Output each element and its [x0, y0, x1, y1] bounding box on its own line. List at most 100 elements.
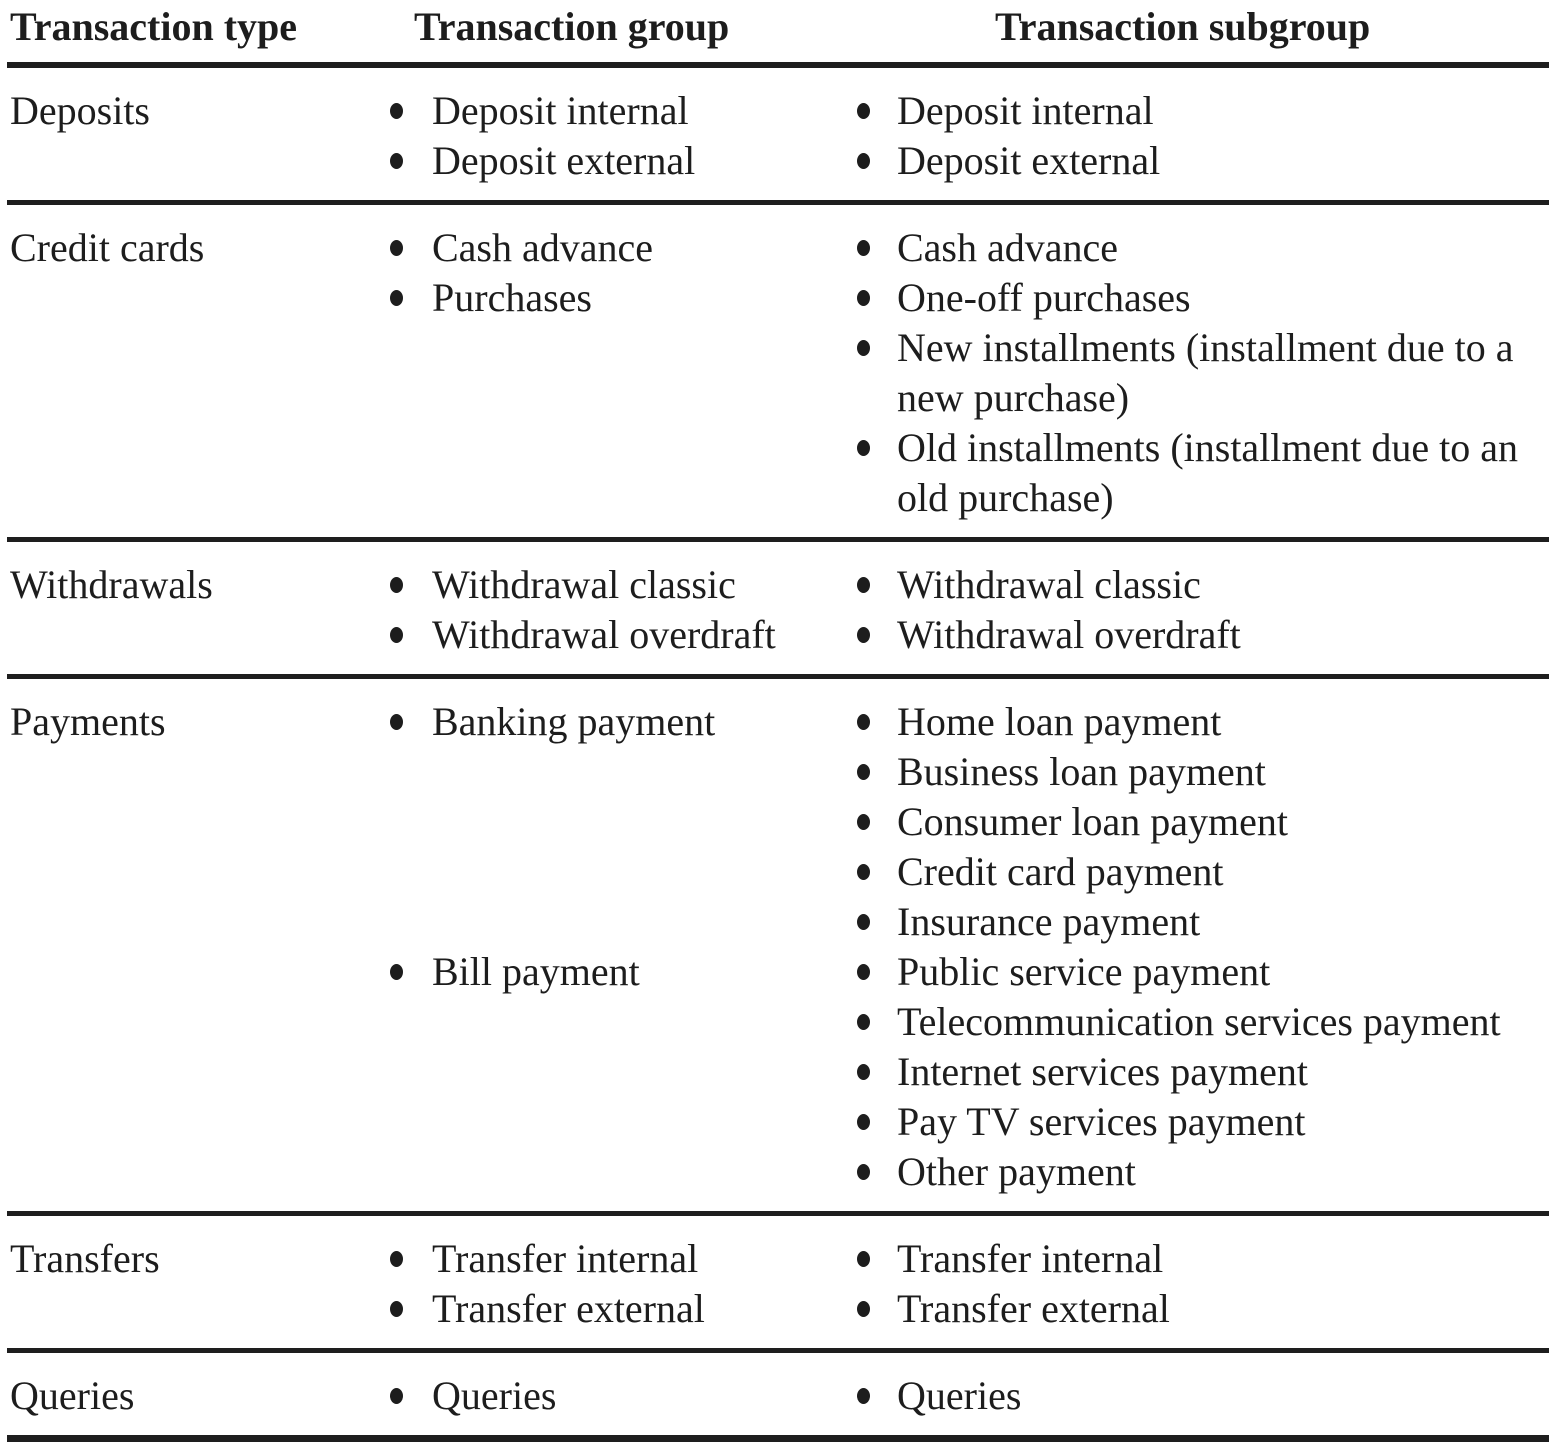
bullet-icon	[390, 1251, 403, 1267]
row-type-label: Transfers	[10, 1236, 160, 1281]
group-list: Cash advance Purchases	[390, 223, 852, 323]
list-item: Purchases	[390, 273, 852, 323]
item-text: New installments (installment due to a n…	[897, 325, 1514, 420]
list-item: Withdrawal overdraft	[857, 610, 1549, 660]
list-item: Deposit external	[390, 136, 852, 186]
bullet-icon	[390, 1388, 403, 1404]
list-item: Deposit internal	[390, 86, 852, 136]
list-item: Credit card payment	[857, 847, 1549, 897]
item-text: Deposit external	[432, 138, 696, 183]
bullet-icon	[390, 153, 403, 169]
table-row-queries: Queries Queries Queries	[7, 1353, 1549, 1442]
group-list-cell: Deposit internal Deposit external	[382, 86, 852, 186]
item-text: Transfer external	[432, 1286, 705, 1331]
bullet-icon	[857, 764, 870, 780]
subgroup-list: Deposit internal Deposit external	[857, 86, 1549, 186]
row-type-label: Deposits	[10, 88, 150, 133]
list-item: Withdrawal classic	[857, 560, 1549, 610]
subgroup-list-cell: Queries	[852, 1371, 1549, 1421]
list-item: Cash advance	[390, 223, 852, 273]
row-type-label: Queries	[10, 1373, 135, 1418]
table-row-payments: Payments Banking payment Bill payment Ho…	[7, 679, 1549, 1216]
item-text: Deposit internal	[432, 88, 689, 133]
item-text: Pay TV services payment	[897, 1099, 1306, 1144]
list-item: Withdrawal overdraft	[390, 610, 852, 660]
item-text: Telecommunication services payment	[897, 999, 1501, 1044]
list-item: Old installments (installment due to an …	[857, 423, 1549, 523]
list-item: Banking payment	[390, 697, 852, 747]
bullet-icon	[857, 814, 870, 830]
header-transaction-subgroup: Transaction subgroup	[995, 4, 1371, 49]
item-text: Bill payment	[432, 949, 640, 994]
item-text: Transfer external	[897, 1286, 1170, 1331]
bullet-icon	[857, 103, 870, 119]
item-text: Transfer internal	[432, 1236, 699, 1281]
list-item: Telecommunication services payment	[857, 997, 1549, 1047]
bullet-icon	[390, 1301, 403, 1317]
subgroup-list-cell: Deposit internal Deposit external	[852, 86, 1549, 186]
group-list: Queries	[390, 1371, 852, 1421]
item-text: Withdrawal classic	[897, 562, 1201, 607]
group-list: Deposit internal Deposit external	[390, 86, 852, 186]
item-text: Deposit internal	[897, 88, 1154, 133]
item-text: Home loan payment	[897, 699, 1222, 744]
item-text: Old installments (installment due to an …	[897, 425, 1519, 520]
bullet-icon	[857, 1164, 870, 1180]
item-text: Consumer loan payment	[897, 799, 1289, 844]
row-type-label: Credit cards	[10, 225, 205, 270]
group-list: Withdrawal classic Withdrawal overdraft	[390, 560, 852, 660]
group-list-cell: Banking payment Bill payment	[382, 697, 852, 1197]
list-item: New installments (installment due to a n…	[857, 323, 1549, 423]
list-item: Transfer internal	[390, 1234, 852, 1284]
bullet-icon	[857, 914, 870, 930]
table-row-credit-cards: Credit cards Cash advance Purchases Cash…	[7, 205, 1549, 542]
group-list-cell: Transfer internal Transfer external	[382, 1234, 852, 1334]
item-text: Transfer internal	[897, 1236, 1164, 1281]
item-text: Deposit external	[897, 138, 1161, 183]
item-text: Public service payment	[897, 949, 1271, 994]
list-item: Transfer external	[390, 1284, 852, 1334]
bullet-icon	[857, 240, 870, 256]
list-item: Consumer loan payment	[857, 797, 1549, 847]
bullet-icon	[857, 577, 870, 593]
bullet-icon	[857, 1388, 870, 1404]
list-item: Withdrawal classic	[390, 560, 852, 610]
bullet-icon	[857, 714, 870, 730]
bullet-icon	[390, 240, 403, 256]
group-list: Banking payment Bill payment	[390, 697, 852, 997]
list-item: Other payment	[857, 1147, 1549, 1197]
bullet-icon	[857, 340, 870, 356]
list-item: Internet services payment	[857, 1047, 1549, 1097]
bullet-icon	[857, 1064, 870, 1080]
list-item: Bill payment	[390, 947, 852, 997]
list-item: Business loan payment	[857, 747, 1549, 797]
subgroup-list: Queries	[857, 1371, 1549, 1421]
list-item: Deposit external	[857, 136, 1549, 186]
item-text: Cash advance	[432, 225, 654, 270]
bullet-icon	[857, 1014, 870, 1030]
transaction-classification-table: Transaction type Transaction group Trans…	[7, 0, 1549, 1442]
item-text: Queries	[897, 1373, 1022, 1418]
list-item: Insurance payment	[857, 897, 1549, 947]
list-item: One-off purchases	[857, 273, 1549, 323]
bullet-icon	[857, 627, 870, 643]
list-item: Deposit internal	[857, 86, 1549, 136]
group-list: Transfer internal Transfer external	[390, 1234, 852, 1334]
table-row-transfers: Transfers Transfer internal Transfer ext…	[7, 1216, 1549, 1353]
row-type-label: Withdrawals	[10, 562, 213, 607]
item-text: Withdrawal overdraft	[432, 612, 776, 657]
item-text: Withdrawal classic	[432, 562, 736, 607]
item-text: Credit card payment	[897, 849, 1224, 894]
item-text: Business loan payment	[897, 749, 1266, 794]
group-list-cell: Queries	[382, 1371, 852, 1421]
group-list-cell: Cash advance Purchases	[382, 223, 852, 523]
item-text: Banking payment	[432, 699, 716, 744]
table-header-row: Transaction type Transaction group Trans…	[7, 0, 1549, 68]
bullet-icon	[390, 577, 403, 593]
bullet-icon	[857, 1301, 870, 1317]
header-transaction-group: Transaction group	[414, 4, 730, 49]
bullet-icon	[390, 290, 403, 306]
bullet-icon	[390, 103, 403, 119]
list-item: Queries	[390, 1371, 852, 1421]
bullet-icon	[857, 440, 870, 456]
